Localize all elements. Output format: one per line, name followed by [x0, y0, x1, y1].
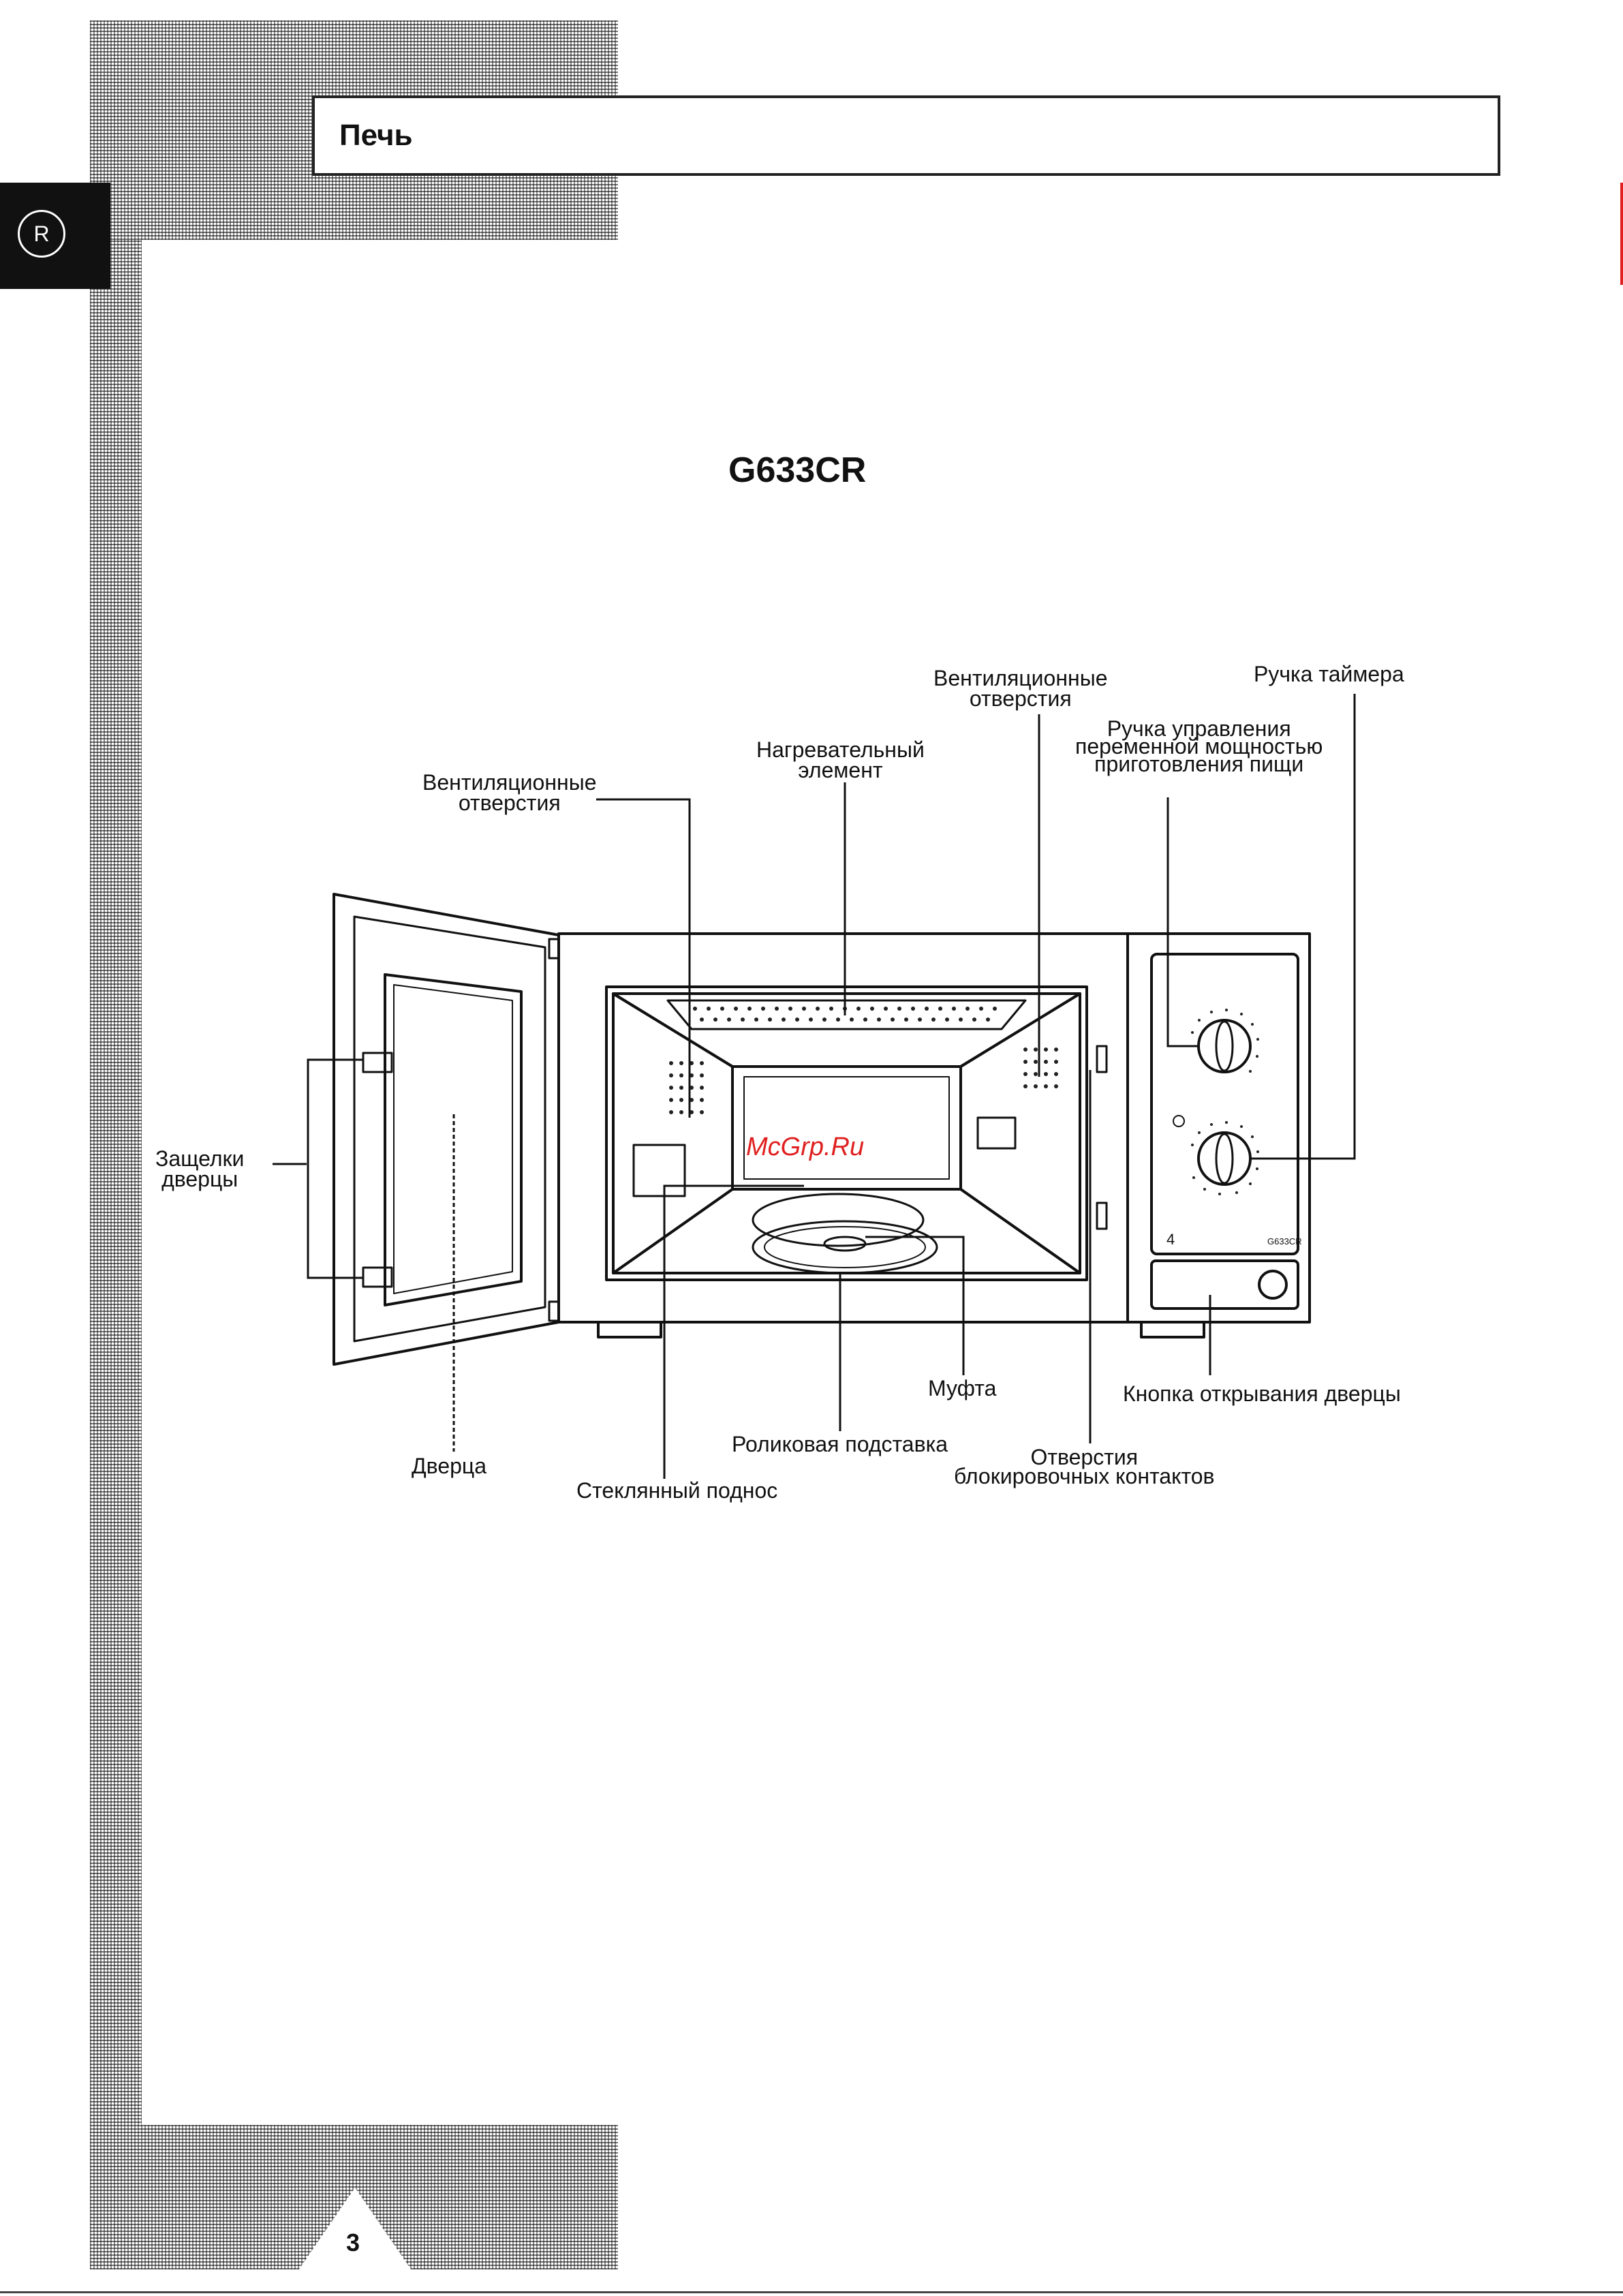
foot-right [1140, 1321, 1205, 1338]
waveguide-cover [632, 1144, 686, 1197]
coupler [823, 1236, 867, 1252]
door-release-button-frame [1150, 1259, 1299, 1310]
oven-body [557, 932, 1311, 1323]
watermark: McGrp.Ru [746, 1133, 865, 1161]
door-inner-frame [353, 915, 546, 1343]
panel-digit: 4 [1166, 1231, 1175, 1248]
knob-tick-marks [1191, 1009, 1259, 1195]
door-outer [333, 893, 560, 1366]
glass-tray [752, 1193, 925, 1247]
vent-dots-left [669, 1061, 704, 1114]
door-latch-top [362, 1052, 393, 1073]
power-knob [1197, 1019, 1252, 1073]
leader-glass-tray [663, 1184, 804, 1479]
language-tab: R [0, 183, 110, 289]
leader-timer-knob [1250, 694, 1356, 1160]
vent-dots-right [1023, 1047, 1058, 1088]
leader-door-latches-bracket [307, 1058, 363, 1279]
door-window [384, 973, 523, 1306]
label-timer-knob: Ручка таймера [1254, 662, 1404, 686]
roller-ring [752, 1220, 938, 1274]
leader-power-knob [1166, 797, 1199, 1047]
timer-knob [1197, 1131, 1252, 1186]
hinge-bottom [548, 1300, 560, 1322]
leader-vent-left [596, 798, 691, 1118]
header-box: Печь [312, 95, 1500, 176]
cavity-floor [612, 1188, 1081, 1274]
door-latch-bottom [362, 1266, 393, 1288]
oven-cavity [605, 985, 1088, 1281]
heater-element-grill [666, 999, 1027, 1030]
cavity-back-wall [731, 1065, 962, 1191]
page-number-triangle [297, 2188, 413, 2272]
interlock-hole-top [1096, 1045, 1108, 1073]
label-roller-ring: Роликовая подставка [732, 1432, 948, 1456]
model-title: G633CR [728, 450, 867, 490]
heater-dots [693, 1007, 997, 1022]
halftone-strip-left [90, 20, 142, 2269]
leader-coupler [865, 1236, 965, 1375]
label-coupler: Муфта [928, 1376, 997, 1400]
foot-left [597, 1321, 662, 1338]
control-panel [1150, 953, 1299, 1255]
label-glass-tray: Стеклянный поднос [576, 1478, 778, 1503]
page-title: Печь [339, 119, 413, 152]
right-edge-mark [1620, 183, 1623, 285]
label-door: Дверца [412, 1454, 487, 1478]
language-tab-letter: R [18, 210, 65, 258]
page-number: 3 [346, 2229, 360, 2256]
panel-model-text: G633CR [1267, 1236, 1302, 1246]
label-door-release: Кнопка открывания дверцы [1123, 1381, 1401, 1406]
interlock-hole-bottom [1096, 1201, 1108, 1230]
hinge-top [548, 938, 560, 960]
bottom-edge-line [0, 2291, 1623, 2293]
door-release-button [1258, 1270, 1288, 1300]
right-wall-plate [976, 1116, 1017, 1150]
